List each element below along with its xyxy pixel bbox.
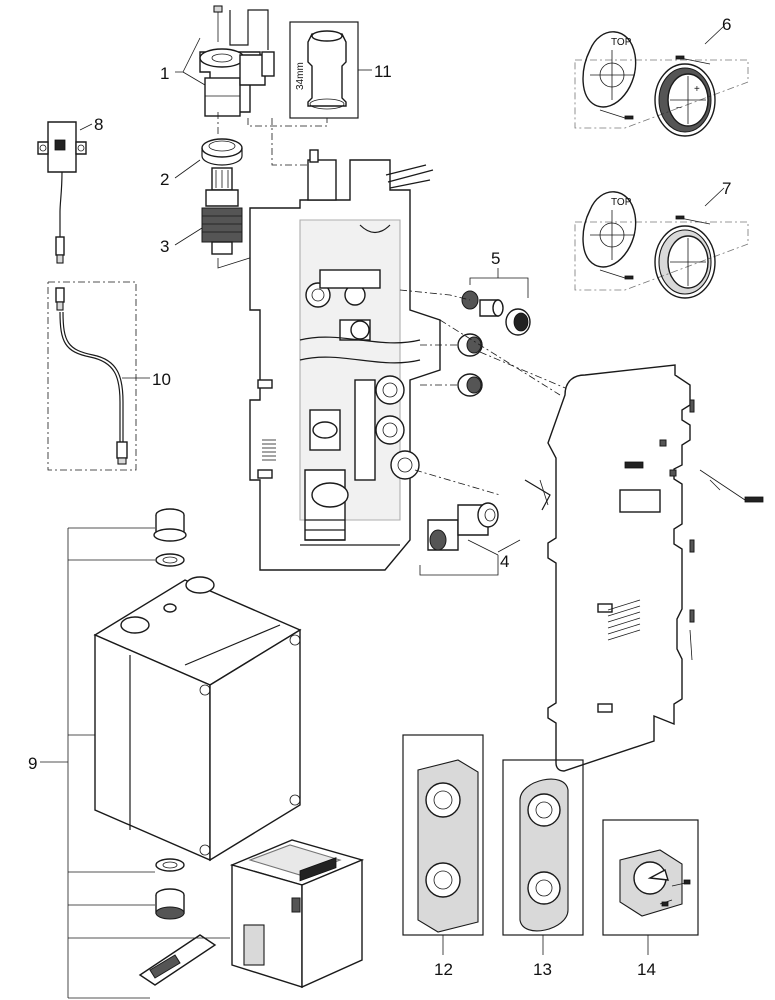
- main-housing: [249, 149, 441, 571]
- part-7-push-control: TOP 7: [574, 179, 749, 299]
- callout-1: 1: [160, 37, 206, 86]
- part-2-ring-nut: 2: [160, 138, 243, 189]
- part-1-valve-actuator: [199, 5, 275, 117]
- callout-8-label: 8: [94, 115, 103, 134]
- housing-vent-left: [262, 439, 276, 461]
- callout-9-label: 9: [28, 754, 37, 773]
- callout-4-label: 4: [500, 552, 509, 571]
- junction-box: [93, 576, 302, 862]
- callout-3-label: 3: [160, 237, 169, 256]
- part-14-single-rosette: 14: [602, 819, 699, 979]
- cable-connector: [138, 934, 217, 986]
- part-3-cartridge: 3: [160, 167, 276, 269]
- part-13-double-rosette-oval: 13: [502, 759, 584, 979]
- part-4-solenoid-valve: 4: [414, 469, 551, 576]
- callout-12-label: 12: [434, 960, 453, 979]
- cover-vent: [607, 599, 641, 641]
- part-8-sensor-module: 8: [37, 115, 103, 264]
- callout-5-label: 5: [491, 249, 500, 268]
- callout-1-label: 1: [160, 64, 169, 83]
- part-7-top-mark: TOP: [611, 197, 632, 208]
- part-9-power-supply-kit: 9: [28, 508, 365, 999]
- dimension-label-34mm: 34mm: [295, 62, 306, 90]
- leader-cable-to-housing: [271, 118, 308, 166]
- cover-plate: [439, 319, 764, 772]
- callout-6-label: 6: [722, 15, 731, 34]
- plug-upper: [457, 333, 483, 357]
- dc-power-supply: [229, 839, 365, 989]
- part-5-nonreturn-valve: 5: [399, 249, 531, 336]
- part-6-plus-mark: +: [694, 84, 700, 95]
- callout-10-label: 10: [152, 370, 171, 389]
- callout-14-label: 14: [637, 960, 656, 979]
- callout-13-label: 13: [533, 960, 552, 979]
- callout-11-label: 11: [374, 62, 392, 81]
- part-12-double-rosette-square: 12: [402, 734, 484, 979]
- cable-gland-bottom: [155, 858, 185, 920]
- callout-2-label: 2: [160, 170, 169, 189]
- callout-9-bracket: 9: [28, 527, 230, 999]
- plug-lower: [457, 373, 483, 397]
- part-11-socket-tool: 34mm 11: [247, 21, 392, 127]
- part-6-minus-mark: −: [676, 103, 682, 114]
- part-6-top-mark: TOP: [611, 37, 632, 48]
- callout-7-label: 7: [722, 179, 731, 198]
- part-10-extension-cable: 10: [47, 281, 171, 471]
- part-6-push-control: TOP + − 6: [574, 15, 749, 137]
- cable-gland-top: [153, 508, 187, 567]
